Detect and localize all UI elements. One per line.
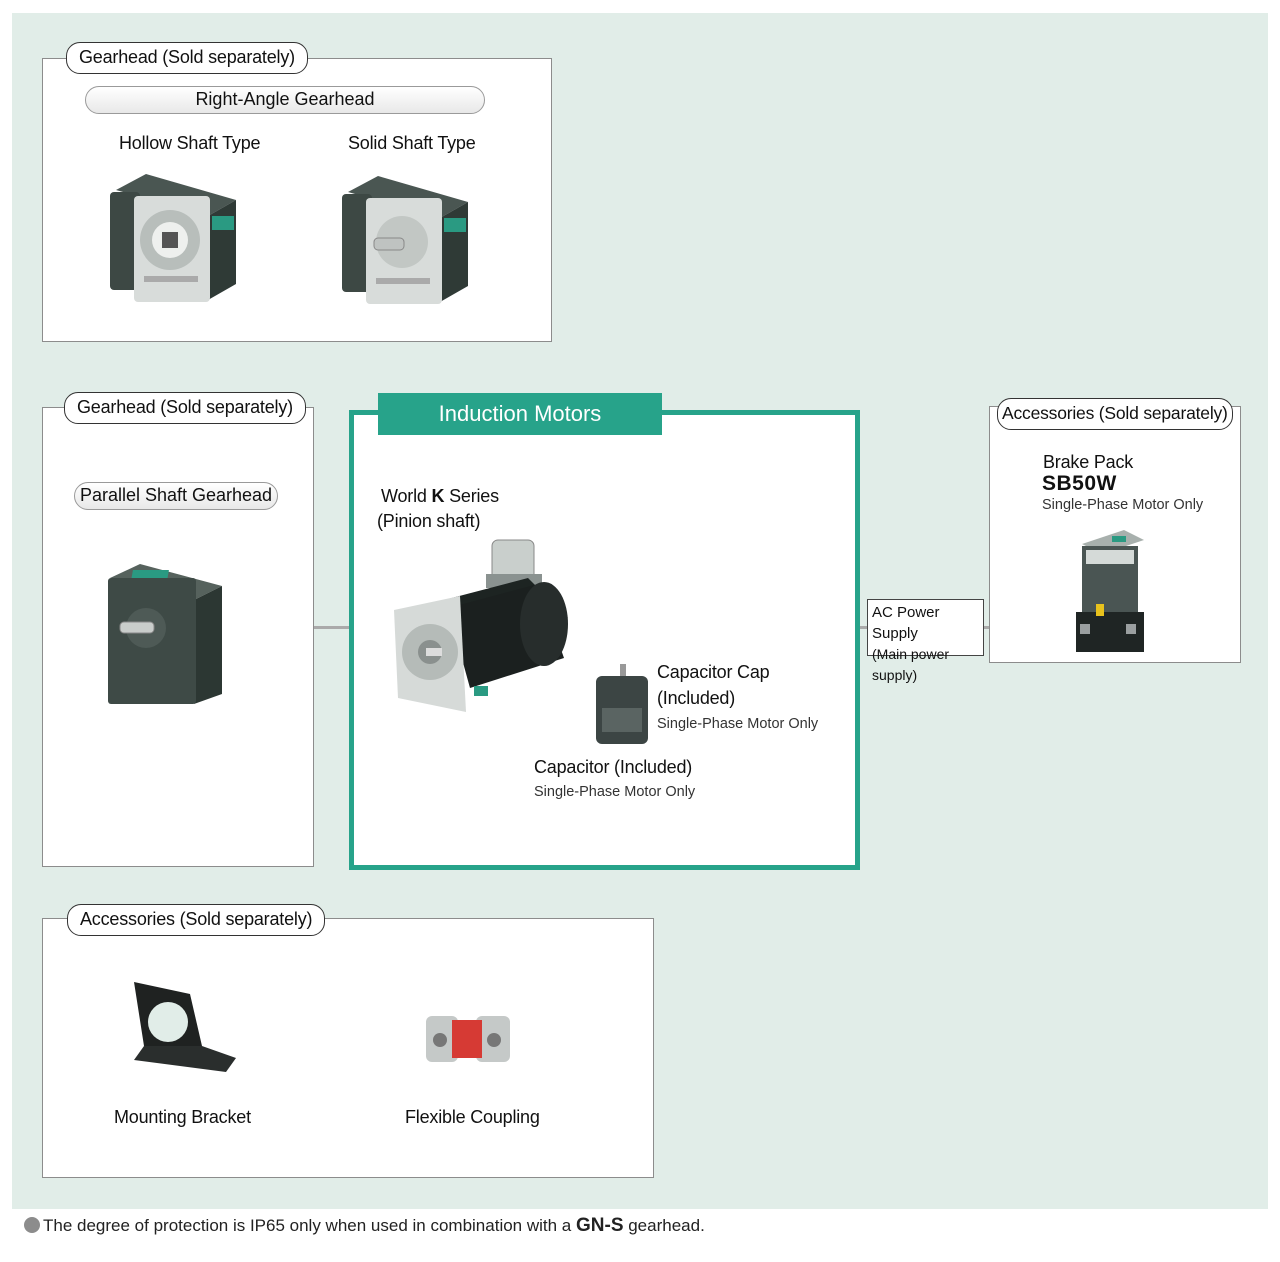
footer-model: GN-S [576, 1215, 624, 1236]
ac-power-line-1: AC Power Supply [872, 604, 940, 642]
gearhead-left-tab: Gearhead (Sold separately) [64, 392, 306, 424]
brake-pack-title: Brake Pack [1043, 452, 1134, 472]
capacitor-cap-label-1: Capacitor Cap [657, 662, 770, 682]
gearhead-top-tab: Gearhead (Sold separately) [66, 42, 308, 74]
capacitor-note: Single-Phase Motor Only [534, 784, 696, 800]
accessories-right-tab: Accessories (Sold separately) [997, 398, 1233, 430]
brake-pack-note: Single-Phase Motor Only [1042, 497, 1204, 513]
bullet-icon [24, 1217, 40, 1233]
series-prefix: World [381, 486, 432, 506]
brake-pack-image [1076, 530, 1144, 652]
induction-motors-header: Induction Motors [378, 393, 662, 435]
brake-pack-model: SB50W [1042, 472, 1117, 495]
solid-shaft-label: Solid Shaft Type [348, 133, 476, 153]
footer-text-1: The degree of protection is IP65 only wh… [43, 1216, 576, 1235]
ac-power-supply-box: AC Power Supply (Main power supply) [867, 599, 984, 683]
connector-power-brake [984, 626, 990, 629]
capacitor-label: Capacitor (Included) [534, 757, 693, 777]
pinion-shaft-label: (Pinion shaft) [377, 511, 481, 531]
capacitor-cap-note: Single-Phase Motor Only [657, 716, 819, 732]
hollow-shaft-gearhead-image [110, 174, 236, 302]
right-angle-gearhead-pill: Right-Angle Gearhead [85, 86, 485, 114]
accessories-bottom-tab: Accessories (Sold separately) [67, 904, 326, 936]
capacitor-cap-label-2: (Included) [657, 688, 736, 708]
series-k: K [431, 486, 445, 506]
flexible-coupling-image [426, 1016, 510, 1062]
induction-motor-image [394, 539, 568, 712]
parallel-shaft-gearhead-pill: Parallel Shaft Gearhead [74, 482, 278, 510]
mounting-bracket-image [134, 982, 236, 1072]
footer-note: The degree of protection is IP65 only wh… [24, 1215, 705, 1237]
parallel-shaft-gearhead-image [108, 564, 222, 704]
mounting-bracket-label: Mounting Bracket [114, 1107, 251, 1127]
series-suffix: Series [444, 486, 499, 506]
hollow-shaft-label: Hollow Shaft Type [119, 133, 261, 153]
flexible-coupling-label: Flexible Coupling [405, 1107, 540, 1127]
ac-power-line-2: (Main power supply) [872, 646, 950, 683]
footer-text-2: gearhead. [623, 1216, 705, 1235]
solid-shaft-gearhead-image [342, 176, 468, 304]
motor-series-label: World K Series [381, 486, 499, 507]
capacitor-image [596, 664, 648, 744]
